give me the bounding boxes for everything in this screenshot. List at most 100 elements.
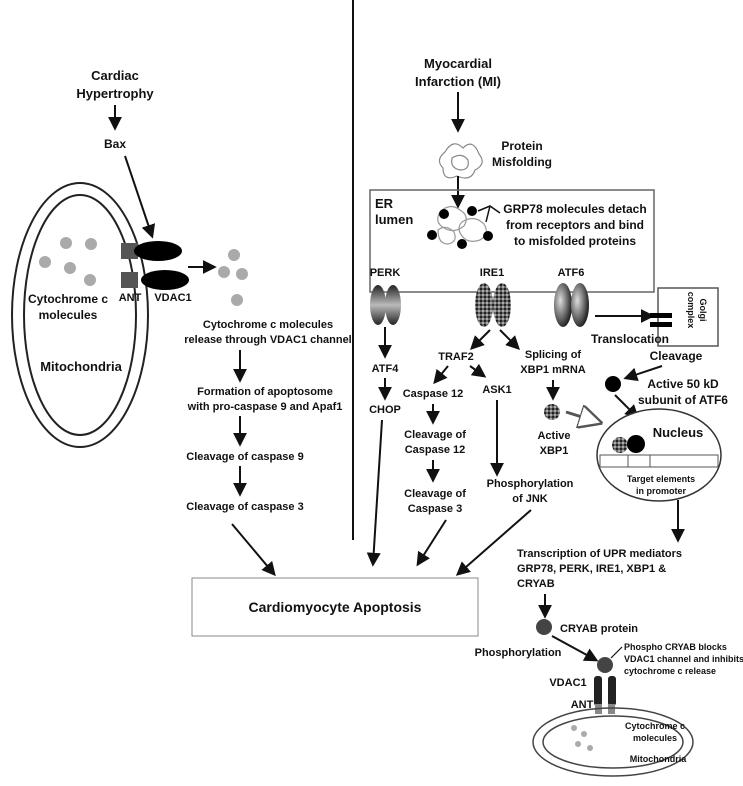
label-mitochondria-left: Mitochondria	[40, 359, 122, 374]
label-perk: PERK	[370, 267, 401, 279]
label-atf6: ATF6	[558, 267, 585, 279]
ire1-receptor-icon	[475, 283, 511, 327]
step-release-line1: Cytochrome c molecules	[203, 319, 333, 331]
arrow-casp3-apoptosis-right	[416, 519, 447, 567]
label-splicing-line1: Splicing of	[525, 349, 582, 361]
perk-receptor-icon	[370, 285, 401, 325]
arrow-bax-vdac1	[124, 155, 156, 239]
label-traf2: TRAF2	[438, 351, 473, 363]
label-vdac1-left: VDAC1	[154, 292, 191, 304]
step-cleavage-casp9: Cleavage of caspase 9	[186, 451, 303, 463]
label-mito-cyto-line2: molecules	[633, 733, 677, 743]
arrow-cryab-phospho	[551, 635, 599, 662]
arrow-jnk-apoptosis	[455, 509, 532, 576]
label-mitochondria-right: Mitochondria	[630, 754, 687, 764]
label-translocation: Translocation	[591, 332, 669, 346]
label-atf6-active-line1: Active 50 kD	[647, 377, 719, 391]
label-golgi-line2: complex	[686, 292, 696, 329]
grp78-pointer-2	[485, 205, 491, 223]
label-protein-misfolding-line2: Misfolding	[492, 155, 552, 169]
mitochondrion-right-outer	[532, 707, 694, 777]
label-cardiomyocyte-apoptosis: Cardiomyocyte Apoptosis	[249, 599, 422, 615]
golgi-channel-top	[650, 313, 672, 318]
label-active-xbp1-line2: XBP1	[540, 445, 569, 457]
label-phospho-line2: VDAC1 channel and inhibits	[624, 654, 743, 664]
label-phospho-line3: cytochrome c release	[624, 666, 716, 676]
label-active-xbp1-line1: Active	[537, 430, 570, 442]
label-cytochrome-line2: molecules	[39, 308, 98, 322]
label-cleavage-casp3-line2: Caspase 3	[408, 503, 462, 515]
label-er-line1: ER	[375, 196, 394, 211]
step-apoptosome-line1: Formation of apoptosome	[197, 386, 333, 398]
atf6-receptor-icon	[554, 283, 589, 327]
promoter-dna-bar	[599, 454, 719, 468]
step-release-line2: release through VDAC1 channel	[184, 334, 352, 346]
cytochrome-c-dots-inside	[39, 237, 97, 286]
label-nucleus: Nucleus	[653, 425, 704, 440]
label-phospho-line1: Phospho CRYAB blocks	[624, 642, 727, 652]
label-ask1: ASK1	[482, 384, 511, 396]
label-atf6-active-line2: subunit of ATF6	[638, 393, 728, 407]
grp78-misfolded-cluster	[427, 205, 493, 249]
cytochrome-c-dots-right	[571, 725, 593, 751]
label-chop: CHOP	[369, 404, 401, 416]
label-ire1: IRE1	[480, 267, 504, 279]
label-cleavage: Cleavage	[650, 349, 703, 363]
arrow-xbp1-nucleus	[565, 412, 598, 422]
label-mito-cyto-line1: Cytochrome c	[625, 721, 685, 731]
label-caspase12: Caspase 12	[403, 388, 464, 400]
label-transcription-line3: CRYAB	[517, 578, 555, 590]
nucleus-bound-factors	[612, 435, 645, 453]
label-ant-left: ANT	[119, 292, 142, 304]
label-bax: Bax	[104, 137, 126, 151]
label-transcription-line1: Transcription of UPR mediators	[517, 548, 682, 560]
er-lumen-box	[369, 189, 655, 293]
label-grp78-line2: from receptors and bind	[506, 218, 644, 232]
label-splicing-line2: XBP1 mRNA	[520, 364, 585, 376]
label-vdac1-right: VDAC1	[549, 677, 586, 689]
label-jnk-line1: Phosphorylation	[487, 478, 574, 490]
label-phosphorylation: Phosphorylation	[475, 647, 562, 659]
trigger-mi-line1: Myocardial	[424, 56, 492, 71]
label-grp78-line1: GRP78 molecules detach	[503, 202, 646, 216]
phospho-cryab-pointer	[610, 646, 623, 659]
label-cleavage-casp3-line1: Cleavage of	[404, 488, 466, 500]
label-target-line1: Target elements	[627, 474, 695, 484]
label-cleavage-casp12-line1: Cleavage of	[404, 429, 466, 441]
label-protein-misfolding-line1: Protein	[501, 139, 542, 153]
label-cryab-protein: CRYAB protein	[560, 623, 638, 635]
misfolded-protein-icon	[438, 143, 483, 179]
label-golgi-line1: Golgi	[698, 299, 708, 322]
label-jnk-line2: of JNK	[512, 493, 548, 505]
trigger-hypertrophy-line1: Cardiac	[91, 68, 139, 83]
label-ant-right: ANT	[571, 699, 594, 711]
label-target-line2: in promoter	[636, 486, 686, 496]
label-transcription-line2: GRP78, PERK, IRE1, XBP1 &	[517, 563, 666, 575]
active-xbp1-icon	[544, 404, 560, 420]
trigger-hypertrophy-line2: Hypertrophy	[76, 86, 154, 101]
arrow-ire1-splicing	[499, 329, 520, 350]
label-cleavage-casp12-line2: Caspase 12	[405, 444, 466, 456]
step-cleavage-casp3: Cleavage of caspase 3	[186, 501, 303, 513]
label-er-line2: lumen	[375, 212, 413, 227]
label-atf4: ATF4	[372, 363, 400, 375]
arrow-golgi-atf6active	[623, 365, 663, 382]
atf6-active-icon	[605, 376, 621, 392]
apoptosis-box	[191, 577, 479, 637]
arrow-chop-apoptosis	[366, 419, 383, 567]
label-cytochrome-line1: Cytochrome c	[28, 292, 108, 306]
ant-vdac1-channel	[121, 241, 189, 290]
arrow-traf2-casp12	[433, 365, 449, 385]
trigger-mi-line2: Infarction (MI)	[415, 74, 501, 89]
cytochrome-c-dots-released	[218, 249, 248, 306]
cryab-protein-icon	[536, 619, 552, 635]
arrow-casp3-apoptosis-left	[231, 523, 276, 577]
phospho-cryab-icon	[597, 657, 613, 673]
golgi-channel-bottom	[650, 322, 672, 327]
mitochondrion-outer	[11, 182, 149, 448]
mitochondrion-right-inner	[542, 715, 684, 769]
mitochondrion-inner	[23, 194, 137, 436]
step-apoptosome-line2: with pro-caspase 9 and Apaf1	[187, 401, 343, 413]
